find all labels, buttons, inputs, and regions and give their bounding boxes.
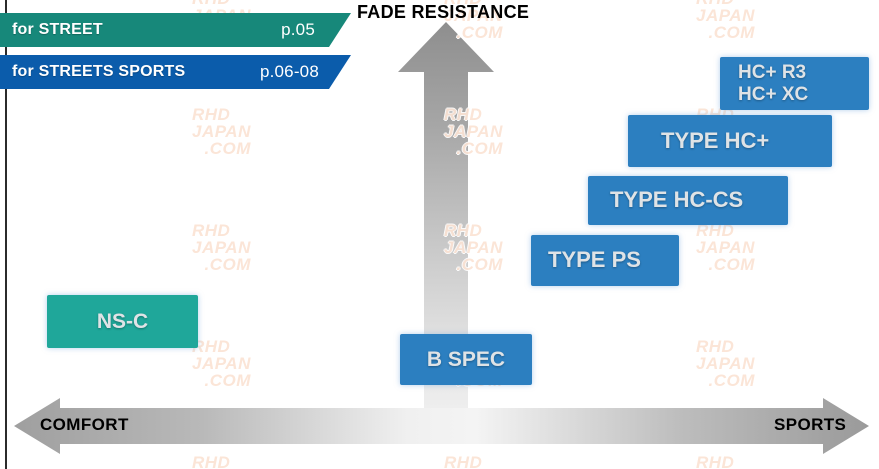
product-box-b-spec[interactable]: B SPEC [400, 334, 532, 385]
ribbon-street-label: for STREET [12, 21, 103, 38]
comfort-sports-axis-arrow-icon [14, 398, 869, 454]
product-box-hc-plus-r3-xc[interactable]: HC+ R3 HC+ XC [720, 57, 869, 110]
product-box-type-ps[interactable]: TYPE PS [531, 235, 679, 286]
chart-title: FADE RESISTANCE [357, 2, 530, 22]
ribbon-streets-sports-page: p.06-08 [259, 62, 319, 81]
product-box-type-hc-plus[interactable]: TYPE HC+ [628, 115, 832, 167]
product-box-b-spec-label: B SPEC [426, 347, 506, 371]
ribbon-for-streets-sports[interactable]: for STREETS SPORTS p.06-08 [0, 55, 351, 89]
ribbon-streets-sports-label: for STREETS SPORTS [12, 63, 186, 80]
fade-resistance-arrow-icon [398, 22, 494, 432]
ribbon-street-page: p.05 [281, 20, 315, 39]
product-box-type-ps-label: TYPE PS [548, 247, 641, 273]
left-border-rule [5, 0, 7, 469]
product-box-type-hc-cs-label: TYPE HC-CS [610, 187, 744, 213]
axis-label-sports: SPORTS [774, 415, 847, 434]
product-box-ns-c[interactable]: NS-C [47, 295, 198, 348]
product-box-ns-c-label: NS-C [96, 309, 149, 333]
ribbon-for-street[interactable]: for STREET p.05 [0, 13, 351, 47]
product-box-hc-plus-r3-xc-label: HC+ R3 HC+ XC [738, 62, 809, 105]
product-box-type-hc-plus-label: TYPE HC+ [661, 127, 770, 153]
product-box-type-hc-cs[interactable]: TYPE HC-CS [588, 176, 788, 225]
axis-label-comfort: COMFORT [40, 415, 129, 434]
